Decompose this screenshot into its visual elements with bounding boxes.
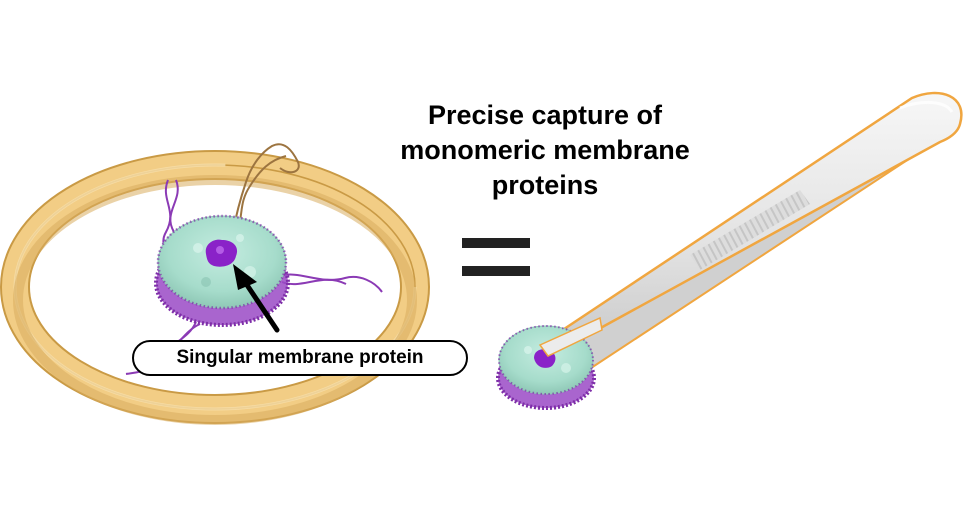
title-line-1: Precise capture of: [427, 100, 663, 130]
protein-label-text: Singular membrane protein: [176, 347, 424, 368]
title-line-3: proteins: [491, 170, 599, 200]
tweezer-tips: [538, 316, 603, 357]
arrow-icon: [233, 264, 280, 333]
membrane-protein-icon: [205, 239, 238, 267]
title-line-2: monomeric membrane: [400, 135, 690, 165]
protein-label: Singular membrane protein: [132, 340, 468, 376]
diagram-title: Precise capture of monomeric membrane pr…: [370, 98, 720, 203]
gold-ring: [0, 150, 430, 425]
equals-sign: [462, 238, 530, 276]
nanodisc-left: [154, 214, 290, 327]
